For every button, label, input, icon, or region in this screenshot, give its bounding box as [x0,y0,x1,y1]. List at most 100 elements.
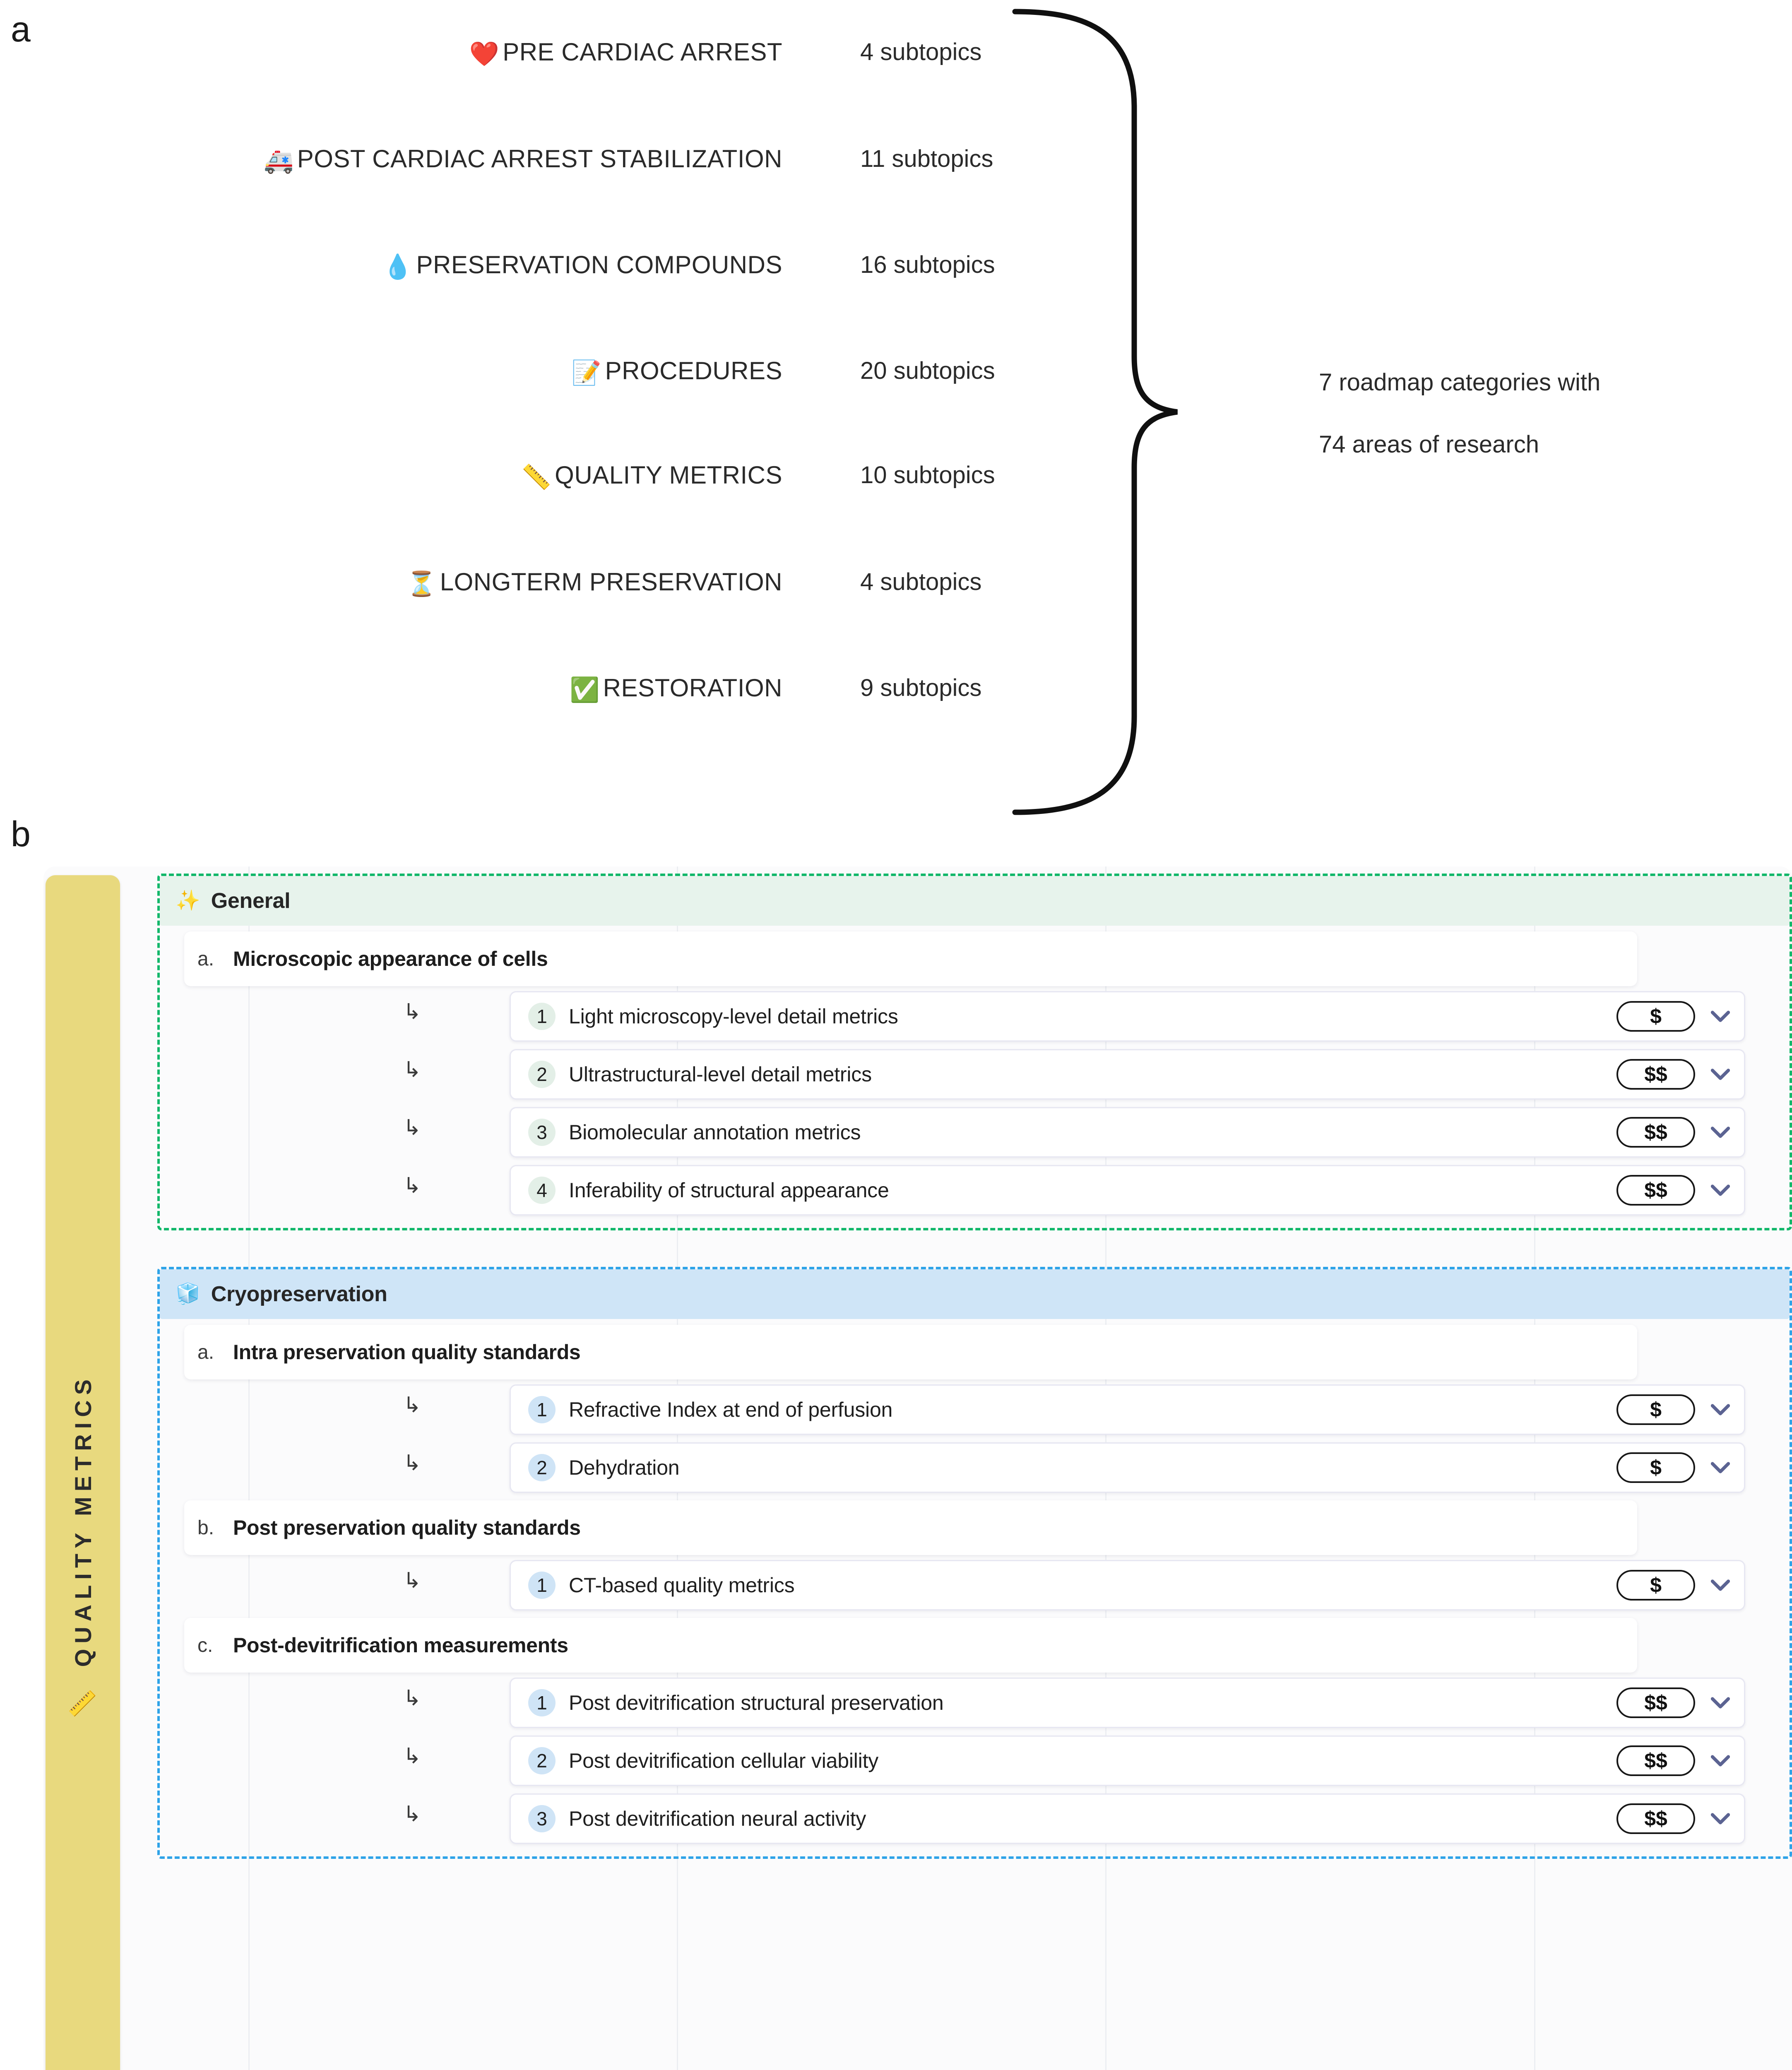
section-general: ✨General a. Microscopic appearance of cell… [157,874,1792,1230]
ice-cube-icon: 🧊 [176,1283,200,1305]
roadmap-category-row: ❤️PRE CARDIAC ARREST 4 subtopics [0,32,1792,72]
section-cryopreservation: 🧊 Cryopreservation a.Intra preservation qu… [157,1267,1792,1859]
chevron-down-icon[interactable] [1711,1400,1730,1419]
roadmap-category-label: ⏳LONGTERM PRESERVATION [407,562,782,604]
roadmap-category-row: 📝PROCEDURES 20 subtopics [0,351,1792,391]
research-area-row[interactable]: 3 Post devitrification neural activity $$ [510,1793,1745,1844]
item-label: Post devitrification structural preserva… [569,1691,944,1714]
section-header[interactable]: ✨General [160,876,1790,926]
panel-a-roadmap-overview: a ❤️PRE CARDIAC ARREST 4 subtopics 🚑POST C… [0,0,1792,824]
chevron-down-icon[interactable] [1711,1458,1730,1477]
roadmap-category-label: ✅RESTORATION [570,668,782,710]
roadmap-category-row: 🚑POST CARDIAC ARREST STABILIZATION 11 sub… [0,139,1792,179]
section-title: Cryopreservation [211,1282,387,1306]
item-controls: $ [1616,1452,1744,1483]
item-controls: $ [1616,1394,1744,1425]
item-number-badge: 3 [528,1119,556,1146]
subsection-card[interactable]: b.Post preservation quality standards [184,1500,1637,1555]
roadmap-category-subtopic-count: 10 subtopics [860,462,995,489]
ruler-icon: 📏 [69,1688,96,1719]
cost-badge[interactable]: $ [1616,1570,1695,1601]
chevron-down-icon[interactable] [1711,1123,1730,1142]
cost-badge[interactable]: $$ [1616,1687,1695,1718]
item-number-badge: 1 [528,1572,556,1599]
gridline [248,867,250,2070]
roadmap-category-label: 🚑POST CARDIAC ARREST STABILIZATION [264,139,782,181]
cost-badge[interactable]: $$ [1616,1745,1695,1776]
chevron-down-icon[interactable] [1711,1065,1730,1084]
item-label: Ultrastructural-level detail metrics [569,1063,872,1086]
item-number-badge: 2 [528,1061,556,1088]
item-branch-arrow-icon: ↳ [403,1058,421,1082]
roadmap-category-subtopic-count: 11 subtopics [860,145,993,172]
item-label: Post devitrification neural activity [569,1807,866,1830]
cost-badge[interactable]: $$ [1616,1059,1695,1090]
subsection-title: Microscopic appearance of cells [233,947,548,970]
roadmap-category-subtopic-count: 9 subtopics [860,674,982,701]
research-area-row[interactable]: 1 Post devitrification structural preserv… [510,1678,1745,1728]
category-sidebar-quality-metrics[interactable]: QUALITY METRICS 📏 [46,875,120,2070]
chevron-down-icon[interactable] [1711,1181,1730,1200]
hourglass-icon: ⏳ [406,570,437,597]
cost-badge[interactable]: $ [1616,1394,1695,1425]
item-branch-arrow-icon: ↳ [403,1569,421,1593]
subsection-title: Post-devitrification measurements [233,1634,568,1657]
chevron-down-icon[interactable] [1711,1007,1730,1026]
roadmap-category-name: POST CARDIAC ARREST STABILIZATION [297,145,782,173]
item-label: Biomolecular annotation metrics [569,1121,861,1144]
item-number-badge: 3 [528,1805,556,1832]
cost-badge[interactable]: $ [1616,1001,1695,1032]
item-number-badge: 1 [528,1689,556,1716]
panel-b-letter: b [11,814,31,854]
section-header[interactable]: 🧊 Cryopreservation [160,1269,1790,1319]
item-branch-arrow-icon: ↳ [403,1000,421,1024]
subsection-card[interactable]: a. Microscopic appearance of cells [184,932,1637,986]
roadmap-category-subtopic-count: 4 subtopics [860,39,982,65]
red-heart-icon: ❤️ [469,41,500,67]
cost-badge[interactable]: $$ [1616,1117,1695,1148]
item-branch-arrow-icon: ↳ [403,1802,421,1826]
subsection-letter: c. [197,1634,213,1656]
summary-line-categories: 7 roadmap categories with [1319,369,1601,396]
item-branch-arrow-icon: ↳ [403,1174,421,1198]
panel-a-letter: a [11,10,31,49]
cost-badge[interactable]: $$ [1616,1803,1695,1834]
item-number-badge: 1 [528,1003,556,1030]
subsection-card[interactable]: a.Intra preservation quality standards [184,1325,1637,1379]
subsection-letter: a. [197,948,214,970]
item-controls: $$ [1616,1117,1744,1148]
cost-badge[interactable]: $ [1616,1452,1695,1483]
item-number-badge: 4 [528,1177,556,1204]
summary-line-areas: 74 areas of research [1319,431,1539,458]
cost-badge[interactable]: $$ [1616,1175,1695,1206]
research-area-row[interactable]: 3 Biomolecular annotation metrics $$ [510,1107,1745,1158]
section-body: a.Intra preservation quality standards ↳ 1… [160,1319,1790,1856]
roadmap-category-subtopic-count: 20 subtopics [860,357,995,384]
chevron-down-icon[interactable] [1711,1576,1730,1595]
item-controls: $$ [1616,1803,1744,1834]
roadmap-category-label: ❤️PRE CARDIAC ARREST [469,32,782,74]
category-sidebar-label-wrap: QUALITY METRICS [46,875,120,2070]
subsection-card[interactable]: c. Post-devitrification measurements [184,1618,1637,1673]
item-controls: $ [1616,1001,1744,1032]
chevron-down-icon[interactable] [1711,1809,1730,1828]
item-controls: $$ [1616,1745,1744,1776]
item-number-badge: 2 [528,1747,556,1774]
roadmap-category-label: 📝PROCEDURES [572,351,782,393]
chevron-down-icon[interactable] [1711,1751,1730,1770]
item-number-badge: 1 [528,1396,556,1423]
chevron-down-icon[interactable] [1711,1693,1730,1712]
research-area-row[interactable]: 2 Ultrastructural-level detail metrics $$ [510,1049,1745,1100]
roadmap-category-row: ✅RESTORATION 9 subtopics [0,668,1792,708]
item-label: Dehydration [569,1456,680,1479]
ruler-icon: 📏 [521,464,552,491]
